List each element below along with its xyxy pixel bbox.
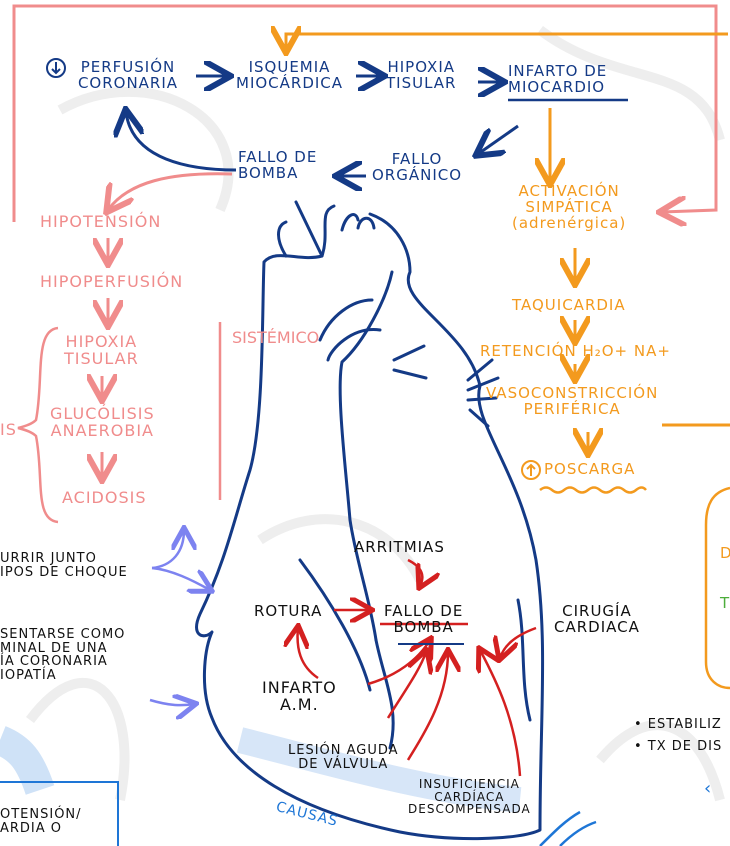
orange-right-box [706,488,730,688]
taquicardia-label: Taquicardia [512,298,626,314]
arrow-bomba-hipotension [108,174,232,210]
orange-top-loop [286,34,728,50]
activacion-simpatica-label: Activaciónsimpática(adrenérgica) [512,184,626,231]
cirugia-cardiaca-label: Cirugíacardiaca [554,604,640,636]
perfusion-label: Perfusión coronaria [68,60,188,92]
estabiliz-text: • ESTABILIZ [634,718,722,732]
infarto-miocardio-label: Infarto demiocardio [508,64,607,96]
poscarga-up-arrow-glyph [527,465,535,476]
lilac-arrows [150,530,210,705]
blue-curve-bottom [540,812,580,846]
infarto-am-label: InfartoA.M. [262,680,337,714]
arrow-infarto-fallo-organico [478,126,518,154]
arritmias-label: Arritmias [354,540,445,556]
poscarga-squiggle [540,488,646,493]
fallo-organico-label: Falloorgánico [372,152,462,184]
side-arrow-icon: ‹ [704,780,712,799]
lesion-valvula-label: Lesión agudade válvula [288,744,399,771]
acidosis-label: Acidosis [62,490,147,507]
side-letter-d: D [720,546,730,562]
fallo-bomba-label: Fallo debomba [238,150,317,182]
bottom-box-text: OTENSIÓN/ARDIA O [0,808,82,835]
hipoperfusion-label: Hipoperfusión [40,274,183,291]
isquemia-label: Isquemiamiocárdica [236,60,343,92]
poscarga-label: Poscarga [544,462,635,478]
side-letter-t: T [720,596,730,612]
glucolisis-label: Glucólisisanaerobia [50,406,155,440]
rotura-label: Rotura [254,604,322,620]
tx-dis-text: • TX DE DIS [634,740,722,754]
insuficiencia-label: Insuficienciacardíacadescompensada [408,778,531,816]
left-cut-text: IS [0,422,17,439]
hipoxia-label: Hipoxiatisular [386,60,456,92]
hipotension-label: Hipotensión [40,214,161,231]
hipoxia-tisular-label: Hipoxiatisular [64,334,139,368]
vasoconstriccion-label: Vasoconstricciónperiférica [486,386,658,418]
fallo-bomba-center-label: Fallo debomba [384,604,463,636]
blue-curve-bottom-2 [560,822,596,846]
perfusion-down-arrow-glyph [52,62,60,73]
sistemico-vertical-label: SISTÉMICO [232,328,244,347]
retencion-label: Retención H₂O+ Na+ [480,344,671,360]
